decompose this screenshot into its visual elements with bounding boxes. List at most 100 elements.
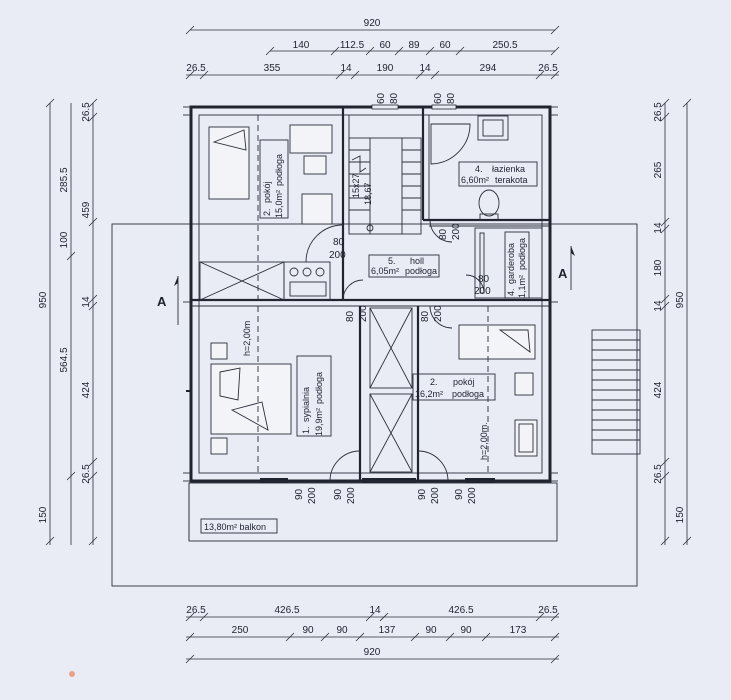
top-dim-89: 89: [408, 40, 420, 51]
door-stair-80: 80: [333, 237, 345, 248]
pokoj-bottom-area: 16,2m²: [415, 389, 443, 399]
furniture: [208, 115, 538, 473]
door-stair-200: 200: [329, 250, 346, 261]
garderoba-num: 4.: [506, 288, 516, 296]
door-ward-80: 80: [478, 274, 490, 285]
holl-area: 6,05m²: [371, 266, 399, 276]
door-b3-200: 200: [430, 487, 441, 504]
sypialnia-num: 1.: [301, 426, 311, 434]
door-b3-90: 90: [417, 488, 428, 500]
bottom-dim-90a: 90: [302, 625, 314, 636]
top-total-dim: 920: [364, 18, 381, 29]
top-dim-112-5: 112.5: [340, 40, 365, 51]
door-dimension-labels: 60 80 60 80 80 200 80 200 80 200 80 200 …: [294, 92, 491, 504]
top-dim-60a: 60: [379, 40, 391, 51]
garderoba-area: 1,1m²: [517, 275, 527, 298]
garderoba-floor: podłoga: [517, 238, 527, 270]
door-bath-200: 200: [451, 223, 462, 240]
left-dim-100: 100: [59, 231, 70, 248]
door-hall-80b: 80: [420, 310, 431, 322]
door-top-80b: 80: [446, 92, 457, 104]
door-b1-200: 200: [307, 487, 318, 504]
top-dim-294: 294: [480, 63, 497, 74]
right-dim-180: 180: [653, 259, 664, 276]
lazienka-name: łazienka: [492, 164, 525, 174]
height-right: h=2,00m.: [479, 422, 489, 460]
left-dim-564-5: 564.5: [59, 347, 70, 372]
room-holl: 5. holl 6,05m² podłoga: [368, 254, 440, 278]
external-stairs: [591, 329, 641, 455]
balkon-label: 13,80m² balkon: [204, 522, 266, 532]
top-dim-140: 140: [293, 40, 310, 51]
lazienka-floor: terakota: [495, 175, 528, 185]
right-dim-14b: 14: [653, 300, 664, 312]
lazienka-area: 6,60m²: [461, 175, 489, 185]
red-dot-mark: [69, 671, 75, 677]
bottom-dim-26-5a: 26.5: [186, 605, 206, 616]
bottom-dimensions: 26.5 426.5 14 426.5 26.5 250 90 90 137 9…: [185, 605, 560, 664]
pokoj-top-floor: podłoga: [274, 154, 284, 186]
bottom-dim-250: 250: [232, 625, 249, 636]
door-hall-80a: 80: [345, 310, 356, 322]
top-dim-14b: 14: [419, 63, 431, 74]
room-pokoj-top: 2. pokój 15,0m² podłoga: [259, 139, 289, 219]
holl-num: 5.: [388, 256, 396, 266]
holl-name: holl: [410, 256, 424, 266]
pokoj-bottom-floor: podłoga: [452, 389, 484, 399]
right-dim-150: 150: [675, 506, 686, 523]
left-dim-150: 150: [38, 506, 49, 523]
stair-label-2: 18,67: [363, 182, 373, 205]
bottom-dim-426-5a: 426.5: [274, 605, 299, 616]
top-dim-250-5: 250.5: [492, 40, 517, 51]
sypialnia-name: sypialnia: [301, 387, 311, 422]
top-dim-60b: 60: [439, 40, 451, 51]
top-dim-26-5a: 26.5: [186, 63, 206, 74]
hidden-lines: [257, 115, 489, 473]
room-garderoba: 4. garderoba 1,1m² podłoga: [504, 231, 530, 299]
pokoj-top-name: pokój: [262, 181, 272, 203]
door-top-60a: 60: [376, 92, 387, 104]
pokoj-bottom-num: 2.: [430, 377, 438, 387]
door-b4-200: 200: [467, 487, 478, 504]
door-b2-90: 90: [333, 488, 344, 500]
left-dimensions: 950 285.5 100 564.5 150 26.5 459 14 424 …: [38, 98, 98, 546]
bottom-dim-90b: 90: [336, 625, 348, 636]
right-dim-26-5b: 26.5: [653, 464, 664, 484]
left-dim-950: 950: [38, 291, 49, 308]
door-b2-200: 200: [346, 487, 357, 504]
door-top-60b: 60: [433, 92, 444, 104]
door-bath-80: 80: [438, 228, 449, 240]
bottom-dim-426-5b: 426.5: [448, 605, 473, 616]
door-top-80a: 80: [389, 92, 400, 104]
left-dim-14: 14: [81, 296, 92, 308]
garderoba-name: garderoba: [506, 243, 516, 284]
bottom-dim-90d: 90: [460, 625, 472, 636]
right-dim-26-5a: 26.5: [653, 102, 664, 122]
pokoj-bottom-name: pokój: [453, 377, 475, 387]
door-ward-200: 200: [474, 286, 491, 297]
sypialnia-floor: podłoga: [314, 372, 324, 404]
pokoj-top-num: 2.: [262, 208, 272, 216]
bottom-total-dim: 920: [364, 647, 381, 658]
height-left: h=2,00m: [242, 321, 252, 356]
top-dimensions: 920 140 112.5 60 89 60 250.5 26.5 355 14…: [185, 18, 560, 80]
room-lazienka: 4. łazienka 6,60m² terakota: [458, 161, 538, 187]
pokoj-top-area: 15,0m²: [274, 190, 284, 218]
section-markers: A A: [157, 246, 575, 325]
bottom-dim-137: 137: [379, 625, 396, 636]
section-a-left: A: [157, 294, 167, 309]
bottom-dim-173: 173: [510, 625, 527, 636]
right-dim-14a: 14: [653, 222, 664, 234]
top-dim-14a: 14: [340, 63, 352, 74]
room-labels: 2. pokój 15,0m² podłoga 4. łazienka 6,60…: [200, 139, 538, 534]
top-dim-190: 190: [377, 63, 394, 74]
staircase: 15x27 18,67: [348, 137, 422, 235]
left-dim-424: 424: [81, 381, 92, 398]
stair-label-1: 15x27: [351, 173, 361, 198]
right-dim-424: 424: [653, 381, 664, 398]
doors: [186, 104, 495, 483]
room-pokoj-bottom: 2. pokój 16,2m² podłoga: [412, 373, 496, 401]
left-dim-26-5b: 26.5: [81, 464, 92, 484]
top-dim-355: 355: [264, 63, 281, 74]
